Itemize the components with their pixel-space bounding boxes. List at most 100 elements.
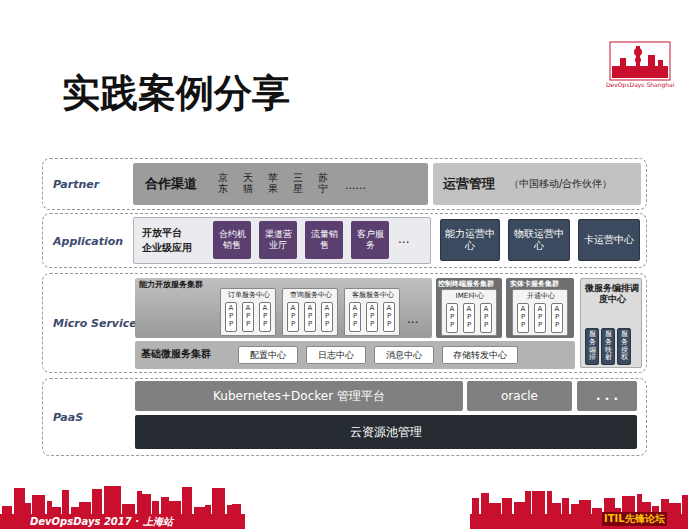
box-text: 苹果 — [268, 172, 278, 194]
app-box: APP — [366, 302, 378, 332]
box-label: 开通中心 — [513, 292, 569, 301]
building — [115, 486, 121, 514]
box-text: ...... — [345, 179, 366, 192]
watermark: ITIL先锋论坛 — [602, 512, 667, 526]
cluster-box: 实体卡服务集群开通中心 APP APP APP — [506, 278, 574, 338]
ops-center: 卡运营中心 — [578, 219, 640, 261]
box-label: 客户服务 — [353, 229, 387, 251]
box-label: APP — [449, 306, 456, 329]
app-box: APP — [517, 303, 529, 333]
box-text: 苏宁 — [318, 172, 328, 194]
layer-band: PaaSKubernetes+Docker 管理平台oracle. . .云资源… — [42, 378, 647, 456]
box-label: APP — [262, 305, 269, 328]
orchestration-item: 服务授权 — [617, 328, 631, 365]
building — [92, 489, 102, 514]
layer-band: Application开放平台 企业级应用...合约机销售渠道营业厅流量销售客户… — [42, 213, 647, 268]
building — [137, 491, 142, 514]
app-tile: 客户服务 — [351, 221, 389, 259]
building — [592, 508, 602, 514]
layer-band: Partner合作渠道京东天猫苹果三星苏宁......运营管理（中国移动/合作伙… — [42, 158, 647, 210]
box-text: ... — [398, 232, 409, 246]
box-label: 合约机销售 — [215, 229, 249, 251]
building — [472, 498, 479, 514]
building — [552, 503, 561, 514]
box-label: 合作渠道 — [145, 176, 197, 192]
building — [2, 506, 12, 514]
logo-text: DevOpsDays Shanghai — [606, 81, 674, 88]
box-label: 日志中心 — [315, 350, 357, 361]
box-label: APP — [352, 305, 359, 328]
building — [32, 495, 45, 514]
building — [579, 500, 591, 514]
box-label: 实体卡服务集群 — [510, 280, 559, 288]
building — [481, 493, 489, 514]
slide-title: 实践案例分享 — [62, 68, 290, 119]
base-service: 消息中心 — [374, 346, 434, 364]
box-label: APP — [290, 305, 297, 328]
app-box: APP — [287, 302, 299, 332]
box-label: APP — [369, 305, 376, 328]
box-label: APP — [466, 306, 473, 329]
base-service: 日志中心 — [306, 346, 366, 364]
app-box: APP — [259, 302, 271, 332]
building — [79, 502, 91, 514]
building — [194, 507, 205, 514]
building — [682, 495, 688, 514]
service-center: 查询服务中心 APP APP APP — [282, 288, 338, 336]
app-box: APP — [321, 302, 333, 332]
ops-center: 能力运营中心 — [440, 219, 500, 261]
app-tile: 流量销售 — [305, 221, 343, 259]
box-label: 服务映射 — [605, 331, 612, 362]
app-box: APP — [304, 302, 316, 332]
box-label: 消息中心 — [383, 350, 425, 361]
app-box: APP — [551, 303, 563, 333]
building — [514, 502, 525, 514]
box-label: Partner — [53, 178, 99, 191]
box-label: APP — [324, 305, 331, 328]
building — [212, 488, 225, 514]
box-label: PaaS — [53, 411, 83, 424]
orchestration-box: 微服务编排调度中心服务编排服务映射 服务授权 — [580, 278, 642, 368]
box-label: APP — [537, 306, 544, 329]
app-box: APP — [242, 302, 254, 332]
box-label: 查询服务中心 — [283, 291, 339, 300]
building — [502, 498, 512, 514]
building — [142, 494, 151, 514]
building — [232, 504, 241, 514]
box-label: 配置中心 — [247, 350, 289, 361]
box-label: IMEI中心 — [442, 292, 498, 301]
logo-skyline — [610, 42, 670, 80]
ops-center: 物联运营中心 — [508, 219, 570, 261]
box-label: Micro Service — [53, 317, 137, 330]
building — [205, 505, 211, 514]
box-label: 微服务编排调度中心 — [583, 283, 641, 305]
platform-bar: Kubernetes+Docker 管理平台 — [135, 381, 463, 411]
box-label: APP — [520, 306, 527, 329]
building — [161, 497, 169, 514]
app-box: APP — [446, 303, 458, 333]
cluster-box: 控制终端服务集群IMEI中心APPAPPAPP — [436, 278, 502, 338]
building — [52, 507, 61, 514]
app-box: APP — [534, 303, 546, 333]
box-label: APP — [386, 305, 393, 328]
app-tile: 合约机销售 — [213, 221, 251, 259]
box-label: 能力开放服务集群 — [139, 280, 203, 290]
app-box: APP — [349, 302, 361, 332]
box-label: APP — [554, 306, 561, 329]
service-center: 客服服务中心 APP APP APP — [344, 288, 400, 336]
box-label: 流量销售 — [307, 229, 341, 251]
box-label: 客服服务中心 — [345, 291, 401, 300]
box-label: 开放平台 企业级应用 — [142, 225, 192, 255]
building — [227, 505, 232, 514]
box-label: 基础微服务集群 — [141, 348, 211, 360]
building — [152, 501, 159, 514]
app-box: APP — [225, 302, 237, 332]
box-label: APP — [245, 305, 252, 328]
base-service: 存储转发中心 — [442, 346, 518, 364]
skyline-banner — [472, 491, 688, 514]
box-label: 服务授权 — [621, 331, 628, 362]
building — [104, 486, 115, 514]
layer-band: Micro Service能力开放服务集群...订单服务中心APPAPPAPP查… — [42, 273, 647, 373]
building — [571, 504, 579, 514]
orchestration-item: 服务编排 — [585, 328, 599, 365]
